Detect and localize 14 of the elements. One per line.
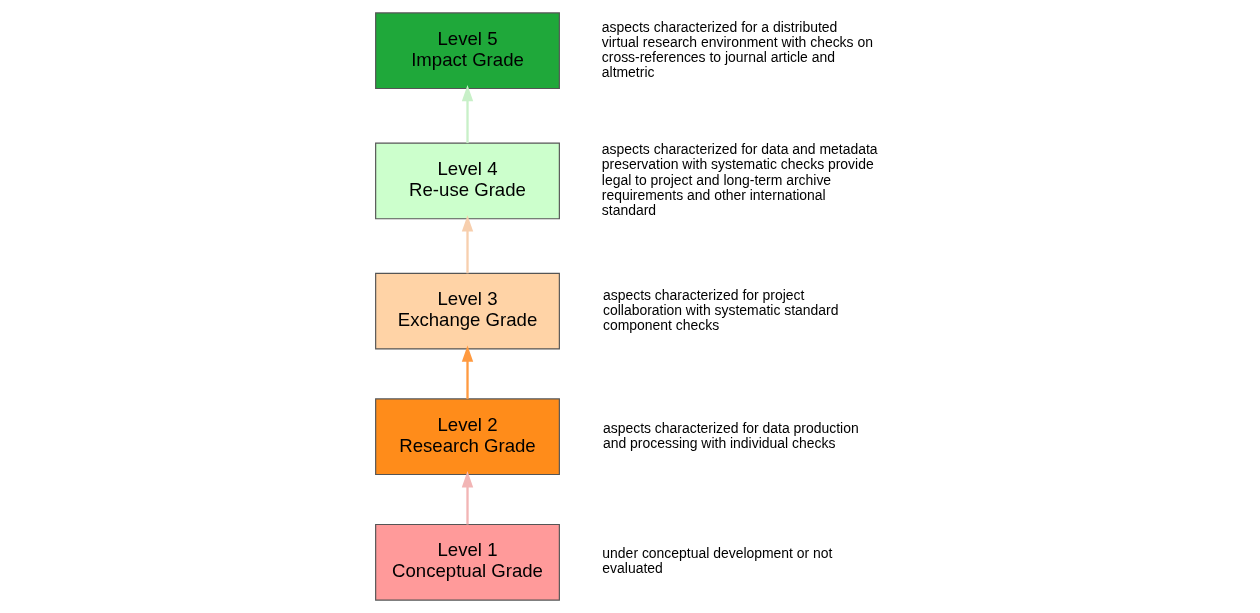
arrow <box>461 215 474 274</box>
node-box: Level 4 Re-use Grade <box>375 142 560 220</box>
node-label: aspects characterized for data and metadata preservation with systematic checks provide legal to project and long-term archive requirements and other international standard <box>601 141 878 218</box>
node-label: aspects characterized for a distributed virtual research environment with checks on cross-references to journal article and altmetric <box>601 18 873 80</box>
node-label: under conceptual development or not evaluated <box>602 545 833 577</box>
node-box: Level 5 Impact Grade <box>375 12 560 90</box>
node-box: Level 3 Exchange Grade <box>375 272 560 350</box>
node-label: aspects characterized for data production and processing with individual checks <box>602 419 859 451</box>
node-label: aspects characterized for project collaboration with systematic standard component checks <box>602 286 839 333</box>
arrow <box>461 471 474 525</box>
node-box: Level 1 Conceptual Grade <box>375 523 560 601</box>
node-box: Level 2 Research Grade <box>375 398 560 476</box>
arrow <box>461 345 474 399</box>
arrow <box>461 85 474 144</box>
